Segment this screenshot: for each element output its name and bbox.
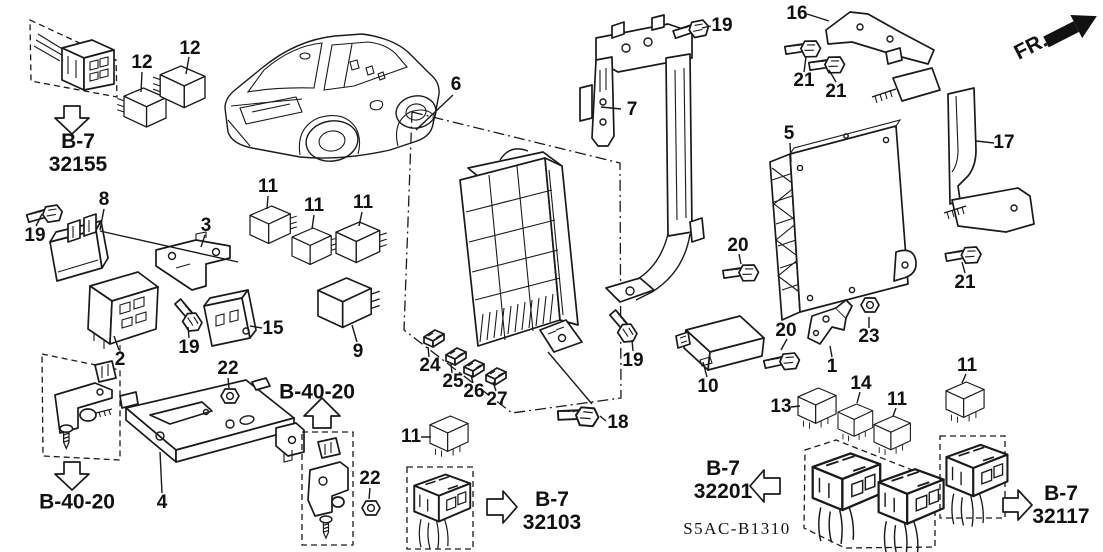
bracket-7: [579, 14, 705, 303]
bolt-19-left: [25, 201, 64, 227]
ecu-5: [769, 119, 917, 321]
connector-32201-group: [803, 439, 945, 552]
nut-23: [860, 297, 880, 313]
bracket-1: [807, 299, 853, 345]
ref-arrow-right-32103: [486, 490, 518, 524]
control-unit-15: [203, 289, 257, 347]
relay-14: [837, 403, 874, 442]
relay-12-first: [116, 87, 167, 128]
bolt-20-second: [761, 347, 802, 375]
clip-assembly-left: [41, 353, 121, 461]
nut-22-second: [361, 500, 381, 516]
relay-9: [317, 277, 381, 329]
connector-32117: [939, 435, 1009, 528]
control-unit-8: [49, 213, 109, 282]
relay-11-fifth: [873, 415, 911, 456]
bracket-plate-4: [119, 377, 305, 463]
fuse-27: [485, 367, 507, 386]
bracket-17: [943, 87, 1035, 233]
leader-lines: [35, 13, 995, 500]
car-illustration: [224, 33, 440, 162]
relay-11-second: [291, 227, 339, 265]
ref-arrow-up-b4020: [303, 397, 341, 429]
bolt-18: [554, 396, 602, 434]
bolt-21-first: [782, 33, 823, 63]
fuse-25: [445, 347, 467, 366]
clip-assembly-middle: [301, 431, 354, 546]
fuse-box-6: [403, 111, 622, 414]
diagram-code: S5AC-B1310: [683, 519, 791, 538]
relay-13: [797, 387, 837, 430]
fuse-24: [423, 329, 445, 348]
fr-arrow: [1043, 14, 1097, 48]
control-module-2: [87, 271, 159, 353]
bracket-16: [825, 11, 941, 104]
relay-11-sixth: [945, 381, 985, 424]
relay-11-third: [335, 221, 388, 264]
connector-32155-assembly: [29, 18, 118, 98]
bracket-3: [155, 231, 231, 291]
connector-32103: [406, 466, 474, 551]
bolt-19-center: [173, 294, 205, 336]
ref-arrow-down-b4020: [54, 461, 90, 491]
ref-arrow-left-32201: [749, 469, 781, 503]
ref-arrow-right-32117: [1002, 489, 1033, 521]
control-module-10: [675, 315, 765, 371]
ref-arrow-down-32155: [54, 105, 90, 135]
relay-11-first: [249, 205, 298, 245]
bolt-19-right: [608, 305, 640, 347]
relay-11-fourth: [429, 415, 469, 458]
nut-22-first: [220, 388, 240, 404]
fuse-26: [463, 359, 485, 378]
